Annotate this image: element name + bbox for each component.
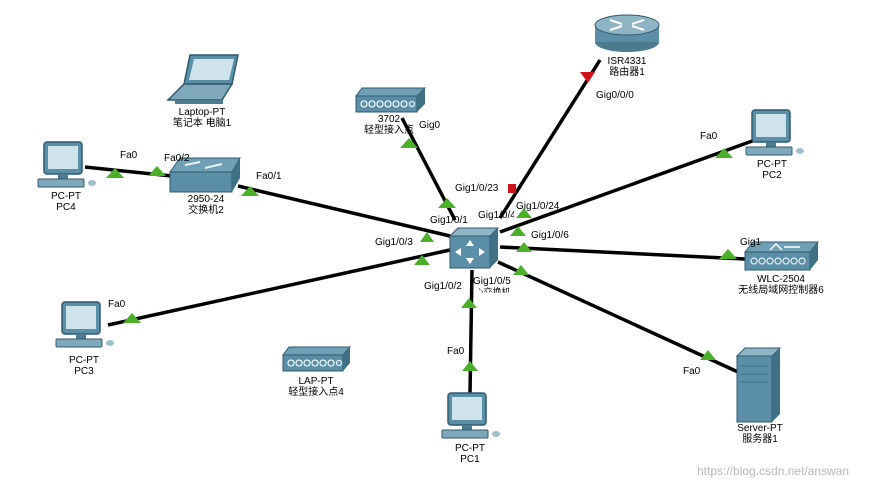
- pc1-model: PC-PT: [455, 443, 485, 454]
- port-core-gig103: Gig1/0/3: [375, 237, 413, 248]
- marker-server-fa0: [700, 350, 716, 360]
- lap-name: 轻型接入点4: [288, 387, 344, 398]
- marker-ap-gig0: [400, 138, 418, 148]
- pc1-icon[interactable]: [441, 392, 500, 439]
- marker-core-gig102: [414, 255, 430, 265]
- switch2-label: 2950-24 交换机2: [188, 194, 225, 216]
- ap3702-icon[interactable]: [355, 87, 427, 113]
- link-pc2-core[interactable]: [499, 138, 756, 234]
- marker-sw2-fa02: [148, 166, 166, 176]
- laptop-icon[interactable]: [166, 54, 239, 104]
- pc4-label: PC-PT PC4: [51, 191, 81, 213]
- lap-model: LAP-PT: [298, 376, 334, 387]
- link-markers: [106, 72, 737, 371]
- port-core-gig1023: Gig1/0/23: [455, 183, 499, 194]
- marker-pc3-fa0: [123, 313, 141, 323]
- port-pc4-fa0: Fa0: [120, 150, 138, 161]
- marker-pc1-fa0-top: [461, 298, 477, 308]
- marker-router-gig000: [580, 72, 595, 83]
- switch2-model: 2950-24: [187, 194, 225, 205]
- laptop-model: Laptop-PT: [178, 107, 226, 118]
- pc2-model: PC-PT: [757, 159, 787, 170]
- wlc-icon[interactable]: [743, 241, 820, 271]
- wlc-name: 无线局域网控制器6: [738, 285, 824, 296]
- ap3702-name: 轻型接入点: [364, 125, 414, 136]
- marker-core-gig101: [438, 198, 456, 208]
- port-core-gig104: Gig1/0/4: [478, 210, 514, 221]
- port-sw2-fa01: Fa0/1: [256, 171, 282, 182]
- laptop-name: 笔记本 电脑1: [172, 118, 232, 129]
- wlc-label: WLC-2504 无线局域网控制器6: [738, 274, 824, 296]
- core-name: 核心交换机: [465, 287, 511, 297]
- pc3-label: PC-PT PC3: [69, 355, 99, 377]
- server-label: Server-PT 服务器1: [737, 423, 783, 445]
- marker-pc1-fa0: [462, 361, 478, 371]
- port-core-gig101: Gig1/0/1: [430, 215, 468, 226]
- router-icon[interactable]: [594, 14, 660, 52]
- pc3-name: PC3: [74, 366, 94, 377]
- marker-pc4-fa0: [106, 168, 124, 178]
- link-server-core[interactable]: [497, 260, 739, 374]
- pc3-icon[interactable]: [55, 301, 114, 348]
- switch2-name: 交换机2: [188, 205, 224, 216]
- marker-sw2-fa01: [241, 186, 259, 196]
- pc1-label: PC-PT PC1: [455, 443, 485, 465]
- port-ap-gig0: Gig0: [419, 120, 441, 131]
- core-switch-icon[interactable]: [448, 227, 500, 269]
- port-pc1-fa0: Fa0: [447, 346, 465, 357]
- marker-core-gig103: [420, 232, 434, 242]
- server-name: 服务器1: [742, 434, 778, 445]
- laptop-label: Laptop-PT 笔记本 电脑1: [173, 107, 231, 129]
- port-core-gig106: Gig1/0/6: [531, 230, 569, 241]
- marker-wlc-gig1: [719, 249, 737, 259]
- ap3702-model: 3702: [377, 114, 401, 125]
- pc1-name: PC1: [460, 454, 480, 465]
- port-pc3-fa0: Fa0: [108, 299, 126, 310]
- router-model: ISR4331: [607, 56, 647, 67]
- pc4-icon[interactable]: [37, 141, 96, 188]
- switch2-icon[interactable]: [169, 157, 241, 193]
- router-label: ISR4331 路由器1: [608, 56, 647, 78]
- marker-core-gig1024: [516, 208, 532, 218]
- core-label: 核心交换机: [465, 287, 511, 298]
- pc4-model: PC-PT: [51, 191, 81, 202]
- port-server-fa0: Fa0: [683, 366, 701, 377]
- link-wlc-core[interactable]: [499, 245, 746, 261]
- wlc-model: WLC-2504: [757, 274, 805, 285]
- port-router-gig000: Gig0/0/0: [596, 90, 634, 101]
- watermark: https://blog.csdn.net/answan: [697, 464, 850, 478]
- pc2-label: PC-PT PC2: [757, 159, 787, 181]
- lap-label: LAP-PT 轻型接入点4: [288, 376, 344, 398]
- link-pc3-core[interactable]: [107, 248, 451, 327]
- marker-core-gig104: [510, 226, 526, 236]
- port-core-gig1024: Gig1/0/24: [516, 201, 560, 212]
- pc2-name: PC2: [762, 170, 782, 181]
- links: [84, 59, 756, 395]
- port-core-gig102: Gig1/0/2: [424, 281, 462, 292]
- link-switch2-core[interactable]: [237, 184, 451, 238]
- pc2-icon[interactable]: [745, 109, 804, 156]
- port-core-gig105: Gig1/0/5: [473, 276, 511, 287]
- port-wlc-gig1: Gig1: [740, 237, 762, 248]
- pc4-name: PC4: [56, 202, 76, 213]
- marker-pc2-fa0: [715, 148, 733, 158]
- marker-core-gig1023: [508, 184, 516, 193]
- ap3702-label: 3702 轻型接入点: [364, 114, 414, 136]
- link-router-core[interactable]: [498, 59, 602, 219]
- router-name: 路由器1: [609, 67, 645, 78]
- port-sw2-fa02: Fa0/2: [164, 153, 190, 164]
- server-icon[interactable]: [735, 347, 782, 423]
- port-pc2-fa0: Fa0: [700, 131, 718, 142]
- pc3-model: PC-PT: [69, 355, 99, 366]
- marker-core-gig105: [513, 265, 529, 275]
- lap-icon[interactable]: [282, 346, 352, 372]
- marker-core-gig106: [516, 242, 532, 252]
- server-model: Server-PT: [737, 423, 783, 434]
- link-pc1-core[interactable]: [468, 269, 474, 395]
